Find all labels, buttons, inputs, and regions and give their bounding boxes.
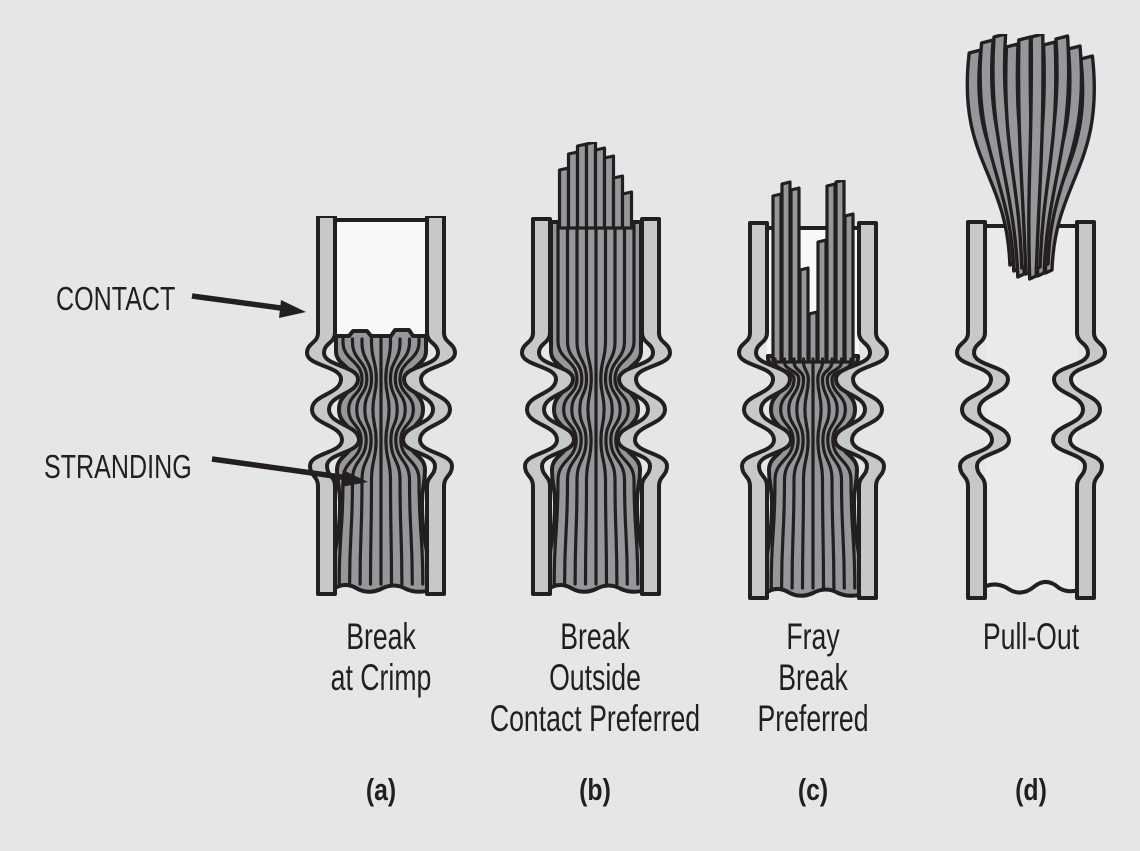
stranding-arrow-icon xyxy=(211,456,368,487)
caption-d: Pull-Out xyxy=(881,616,1140,657)
figure-break-at-crimp xyxy=(305,216,457,596)
caption-line: Break xyxy=(346,616,416,657)
caption-line: Preferred xyxy=(757,698,869,739)
figure-pull-out xyxy=(955,34,1107,600)
letter-d: (d) xyxy=(1015,772,1047,807)
figure-fray-break xyxy=(737,180,889,600)
contact-arrow-icon xyxy=(191,293,306,318)
contact-label: CONTACT xyxy=(56,280,176,317)
caption-line: Break xyxy=(778,657,848,698)
caption-line: Break xyxy=(560,616,630,657)
caption-line: Contact Preferred xyxy=(489,698,701,739)
caption-c: Fray Break Preferred xyxy=(663,616,963,739)
caption-a: Break at Crimp xyxy=(231,616,531,698)
caption-line: at Crimp xyxy=(330,657,432,698)
letter-b: (b) xyxy=(579,772,611,807)
figure-break-outside-contact xyxy=(520,142,672,596)
letter-a: (a) xyxy=(365,772,397,807)
stranding-label: STRANDING xyxy=(44,448,192,485)
caption-line: Pull-Out xyxy=(982,616,1080,657)
letter-c: (c) xyxy=(797,772,829,807)
caption-line: Outside xyxy=(549,657,641,698)
caption-b: Break Outside Contact Preferred xyxy=(445,616,745,739)
caption-line: Fray xyxy=(786,616,840,657)
